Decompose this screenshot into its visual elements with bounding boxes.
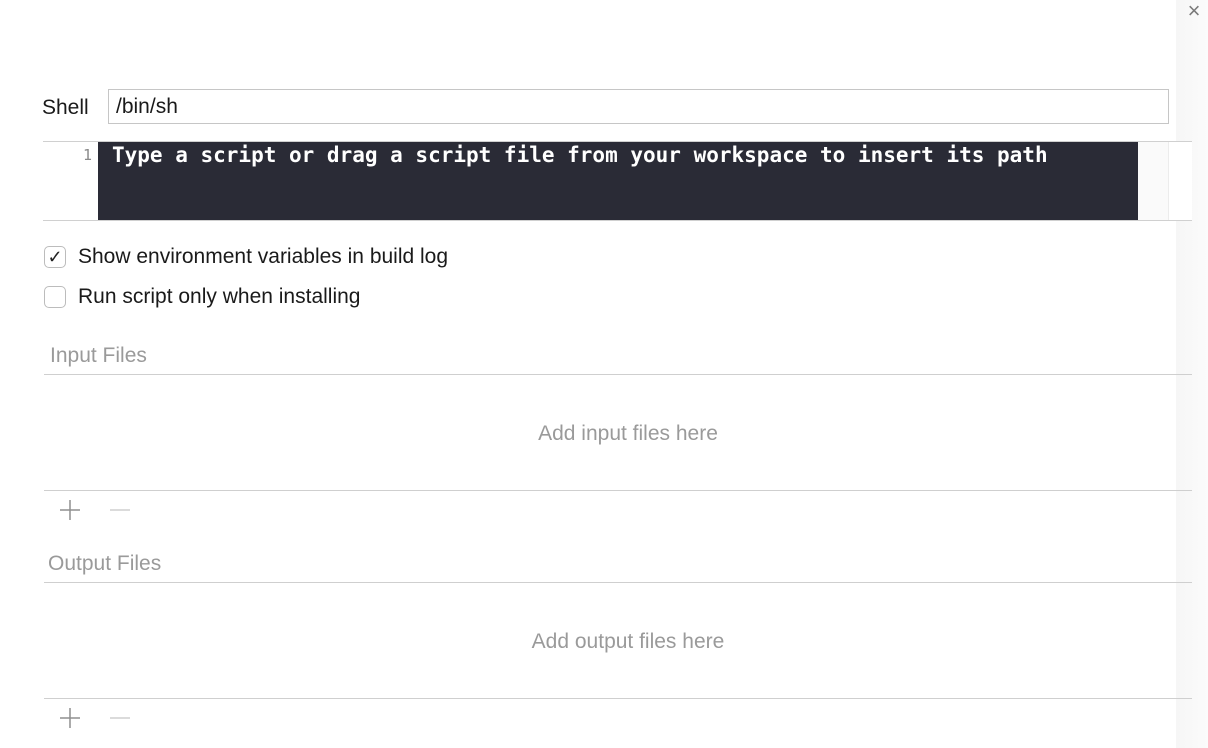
output-files-footer-divider xyxy=(44,698,1192,699)
output-files-title: Output Files xyxy=(48,552,162,575)
input-files-header-divider xyxy=(44,374,1192,375)
show-env-vars-label: Show environment variables in build log xyxy=(78,245,449,268)
shell-input[interactable] xyxy=(108,89,1169,124)
show-env-vars-option[interactable]: ✓ Show environment variables in build lo… xyxy=(44,245,448,269)
input-files-footer-divider xyxy=(44,490,1192,491)
output-files-header-divider xyxy=(44,582,1192,583)
show-env-vars-checkbox[interactable]: ✓ xyxy=(44,246,66,268)
run-only-when-installing-label: Run script only when installing xyxy=(78,285,361,308)
close-icon[interactable]: × xyxy=(1187,0,1201,23)
run-only-when-installing-option[interactable]: Run script only when installing xyxy=(44,285,360,309)
remove-output-file-button[interactable] xyxy=(107,705,133,731)
line-number: 1 xyxy=(82,146,92,164)
script-placeholder-text: Type a script or drag a script file from… xyxy=(112,143,1048,167)
input-files-placeholder: Add input files here xyxy=(538,422,718,445)
editor-gutter: 1 xyxy=(43,142,98,220)
run-only-when-installing-checkbox[interactable] xyxy=(44,286,66,308)
shell-label: Shell xyxy=(42,96,89,119)
plus-icon xyxy=(60,500,80,520)
checkmark-icon: ✓ xyxy=(47,246,63,267)
add-output-file-button[interactable] xyxy=(57,705,83,731)
output-files-placeholder: Add output files here xyxy=(531,630,725,653)
script-editor: 1 Type a script or drag a script file fr… xyxy=(43,141,1192,221)
remove-input-file-button[interactable] xyxy=(107,497,133,523)
editor-scrollbar[interactable] xyxy=(1138,142,1169,220)
minus-icon xyxy=(110,717,130,719)
minus-icon xyxy=(110,509,130,511)
script-text-area[interactable]: Type a script or drag a script file from… xyxy=(98,142,1138,220)
input-files-title: Input Files xyxy=(50,344,147,367)
plus-icon xyxy=(60,708,80,728)
add-input-file-button[interactable] xyxy=(57,497,83,523)
